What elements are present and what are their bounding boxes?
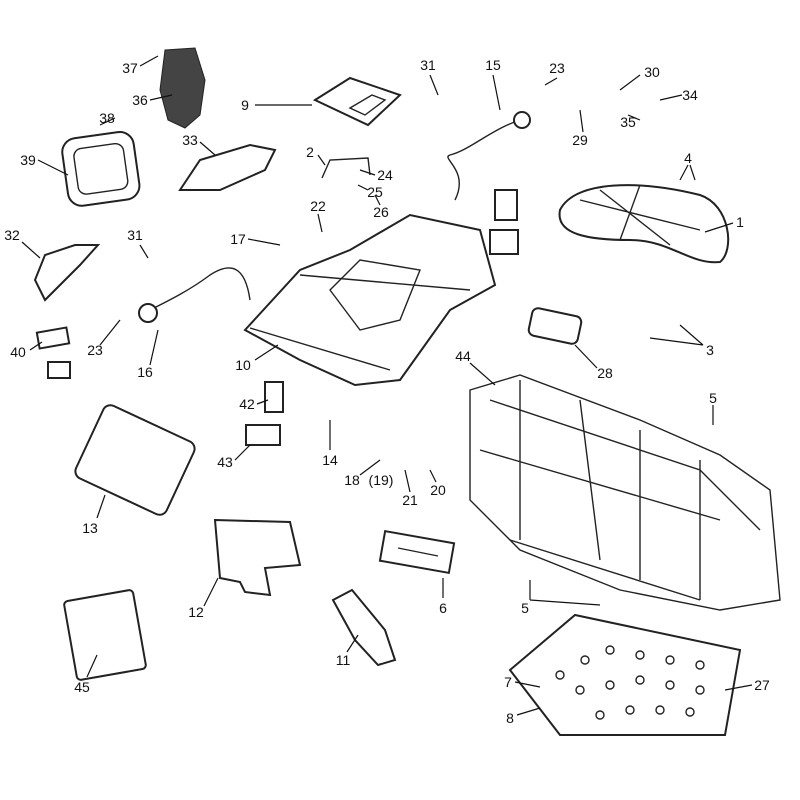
part-44-frame — [469, 374, 781, 611]
callout-28: 28 — [597, 365, 613, 381]
part-bracket — [489, 229, 519, 255]
callout-39: 39 — [20, 152, 36, 168]
part-32-cover — [33, 244, 101, 302]
callout-22: 22 — [310, 198, 326, 214]
callout-43: 43 — [217, 454, 233, 470]
callout-26: 26 — [373, 204, 389, 220]
callout-10: 10 — [235, 357, 251, 373]
callout-20: 20 — [430, 482, 446, 498]
part-45-mat — [63, 589, 147, 681]
leader-lines — [21, 55, 753, 716]
callout-40: 40 — [10, 344, 26, 360]
callout-45: 45 — [74, 679, 90, 695]
callout-13: 13 — [82, 520, 98, 536]
part-36-cover — [159, 47, 206, 129]
callout-7: 7 — [504, 674, 512, 690]
callout-16: 16 — [137, 364, 153, 380]
callout-38: 38 — [99, 110, 115, 126]
part-15-harness — [447, 119, 521, 201]
part-33-panel — [178, 143, 277, 191]
callout-17: 17 — [230, 231, 246, 247]
callout-6: 6 — [439, 600, 447, 616]
callout-34: 34 — [682, 87, 698, 103]
part-42 — [264, 381, 284, 413]
part-9-lid — [312, 76, 402, 127]
callout-8: 8 — [506, 710, 514, 726]
callout-24: 24 — [377, 167, 393, 183]
part-10-fender — [243, 213, 497, 387]
callout-3: 3 — [706, 342, 714, 358]
callout-36: 36 — [132, 92, 148, 108]
callout-31-left: 31 — [127, 227, 143, 243]
callout-18: 18 — [344, 472, 360, 488]
callout-14: 14 — [322, 452, 338, 468]
part-43 — [245, 424, 281, 446]
part-40 — [35, 326, 71, 350]
callout-5-top: 5 — [709, 390, 717, 406]
part-39-rack — [61, 131, 141, 207]
callout-30: 30 — [644, 64, 660, 80]
part-16-harness — [149, 267, 251, 311]
callout-23-left: 23 — [87, 342, 103, 358]
callout-2: 2 — [306, 144, 314, 160]
part-27-skidplate — [508, 613, 742, 736]
part-2-handle — [321, 157, 371, 179]
callout-15: 15 — [485, 57, 501, 73]
callout-21: 21 — [402, 492, 418, 508]
callout-5-bottom: 5 — [521, 600, 529, 616]
skidplate-holes — [555, 645, 705, 720]
callout-29: 29 — [572, 132, 588, 148]
callout-32: 32 — [4, 227, 20, 243]
callout-27: 27 — [754, 677, 770, 693]
part-41 — [47, 361, 71, 379]
callout-1: 1 — [736, 214, 744, 230]
callout-9: 9 — [241, 97, 249, 113]
callout-44: 44 — [455, 348, 471, 364]
callout-12: 12 — [188, 604, 204, 620]
callout-42: 42 — [239, 396, 255, 412]
part-13-mat — [74, 404, 196, 516]
part-28-box — [527, 307, 583, 345]
callout-4: 4 — [684, 150, 692, 166]
callout-35: 35 — [620, 114, 636, 130]
callout-31-top: 31 — [420, 57, 436, 73]
part-12-mat — [213, 518, 302, 597]
callout-33: 33 — [182, 132, 198, 148]
callout-25: 25 — [367, 184, 383, 200]
callout-37: 37 — [122, 60, 138, 76]
callout-19: (19) — [368, 472, 394, 488]
callout-11: 11 — [335, 652, 351, 668]
callout-23-top: 23 — [549, 60, 565, 76]
